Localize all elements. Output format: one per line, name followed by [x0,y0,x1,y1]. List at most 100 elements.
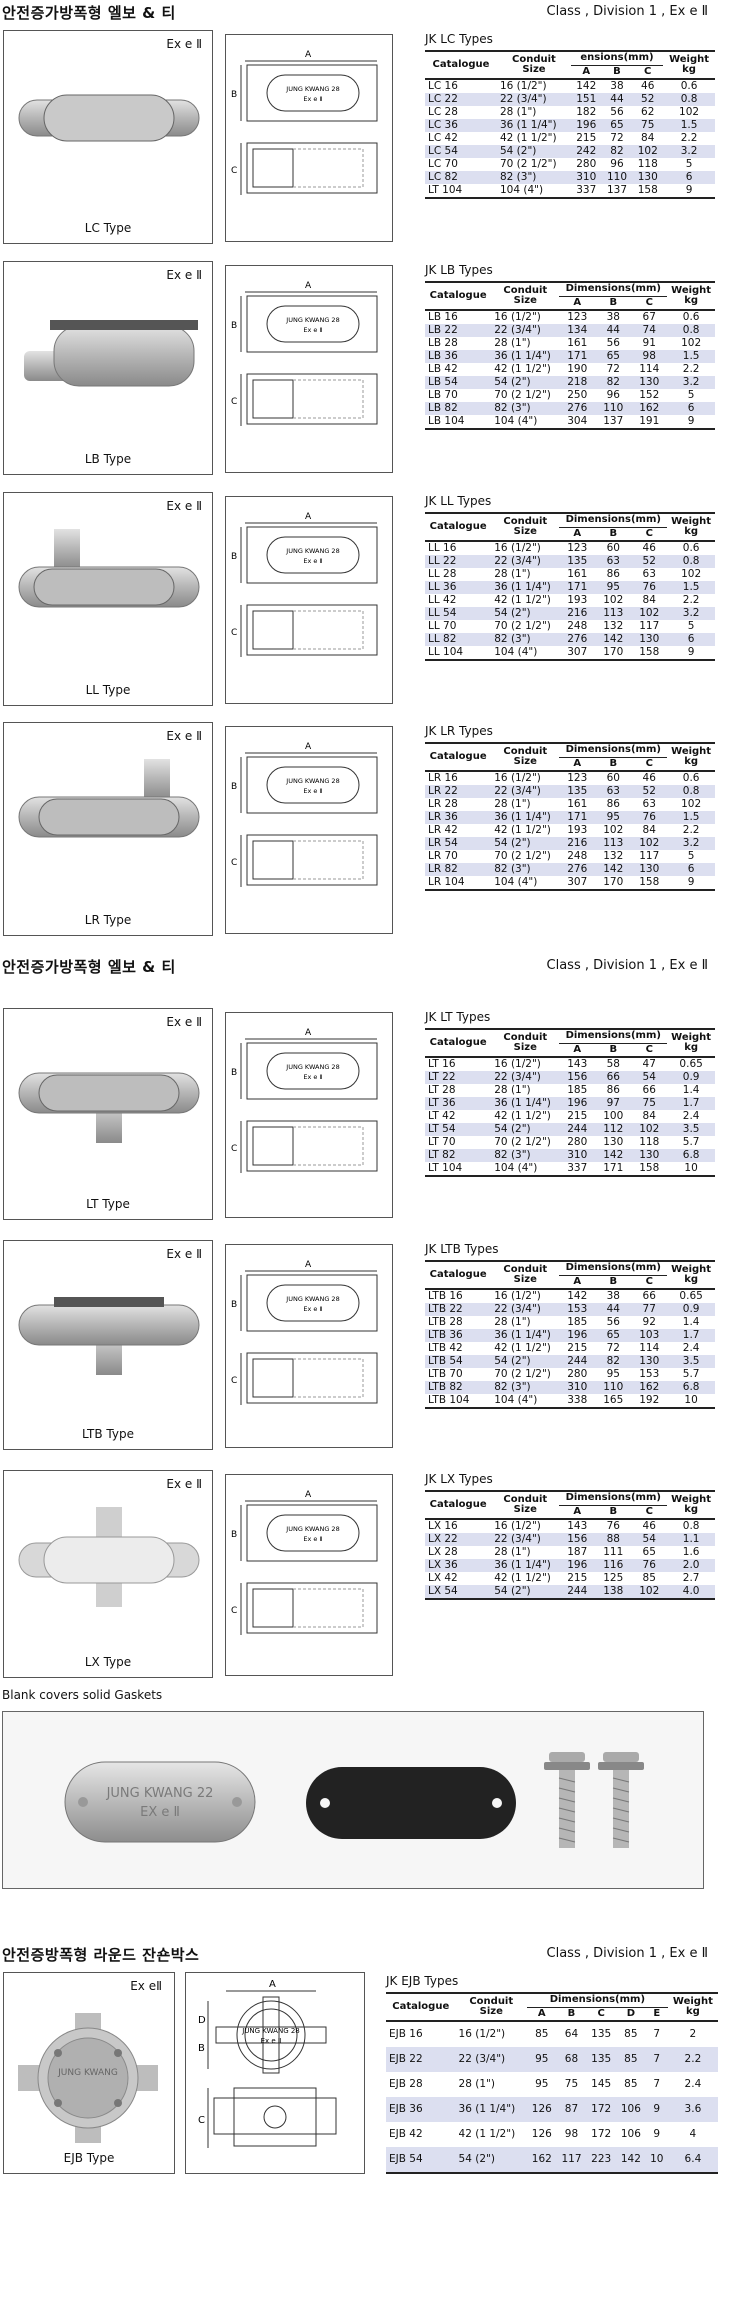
table-cell: 142 [576,80,597,92]
table-cell: LC 28 [428,106,458,118]
table-cell: 4.0 [667,1585,715,1600]
table-cell: 135 [559,555,596,568]
fitting-photo [18,529,200,608]
col-dimensions: Dimensions(mm) [559,1028,668,1044]
table-cell: 1.1 [667,1533,715,1546]
table-cell: 116 [595,1559,632,1572]
table-cell: 6.4 [667,2147,718,2174]
plate-text: Ex e Ⅱ [303,557,322,565]
col-a: A [559,527,596,542]
table-cell: LR 104 [425,876,492,891]
table-cell: 22 (3/4") [491,1533,560,1546]
table-cell: LX 22 [425,1533,492,1546]
col-b: B [601,65,633,80]
table-cell: 182 [576,106,597,118]
section-class: Class , Division 1 , Ex e Ⅱ [546,958,708,973]
table-cell: 1.5 [667,811,715,824]
table-cell: 75 [631,1097,668,1110]
table-cell: 215 [567,1342,588,1354]
col-dimensions: ensions(mm) [570,50,664,66]
table-cell: 113 [595,837,632,850]
fitting-photo [18,1072,200,1143]
table-cell: 2.2 [682,824,700,836]
col-dimensions: Dimensions(mm) [559,1260,668,1276]
table-cell: LB 42 [428,363,458,375]
table-cell: 192 [631,1394,668,1409]
fitting-photo-wrap [14,1043,204,1157]
table-cell: 137 [601,184,633,199]
table-cell: LB 54 [425,376,492,389]
fitting-photo-wrap [14,65,204,179]
col-c: C [586,2007,617,2022]
col-dimensions: Dimensions(mm) [526,1992,668,2008]
table-cell: 9 [645,2097,668,2122]
col-catalogue: Catalogue [425,1260,492,1290]
plate-text: JUNG KWANG 28 [285,1525,339,1533]
plate-text: Ex e Ⅱ [303,1305,322,1313]
col-b: B [595,757,632,772]
section-class: Class , Division 1 , Ex e Ⅱ [546,1946,708,1961]
col-d: D [616,2007,646,2022]
table-cell: LC 70 [428,158,458,170]
table-cell: 65 [601,119,633,132]
col-catalogue: Catalogue [425,742,492,772]
table-cell: LC 22 [425,93,497,106]
table-cell: 103 [631,1329,668,1342]
blank-cover-illustration: JUNG KWANG 22 EX e Ⅱ [64,1752,644,1848]
table-cell: 185 [567,1084,588,1096]
table-cell: 1.4 [682,1316,700,1328]
table-cell: 158 [632,184,664,199]
type-label: LT Type [86,1197,130,1211]
table-cell: 110 [601,171,633,184]
table-cell: 142 [595,1149,632,1162]
table-cell: EJB 54 [386,2147,456,2174]
fitting-photo [18,1507,200,1607]
table-cell: 215 [567,1110,588,1122]
table-title: JK LB Types [425,263,493,277]
table-cell: 276 [559,633,596,646]
table-cell: 92 [642,1316,656,1328]
table-cell: 52 [631,785,668,798]
table-cell: 104 (4") [496,184,571,199]
table-cell: 2.2 [667,2047,718,2072]
table-cell: LB 22 [425,324,492,337]
plate-text: Ex e Ⅱ [303,95,322,103]
table-cell: 10 [667,1162,715,1177]
table-cell: 142 [595,863,632,876]
table-cell: 87 [556,2097,587,2122]
ex-mark: Ex eⅡ [130,1979,162,1993]
table-cell: 6 [667,402,715,415]
col-dimensions: Dimensions(mm) [559,512,668,528]
table-cell: 132 [603,850,624,862]
table-cell: 170 [595,876,632,891]
table-cell: 0.8 [667,785,715,798]
plate-text: JUNG KWANG 28 [285,777,339,785]
table-cell: 158 [631,876,668,891]
section-title: 안전증가방폭형 엘보 & 티 [2,958,176,976]
table-cell: 142 [595,633,632,646]
table-cell: LTB 16 [428,1290,463,1302]
table-cell: 6 [667,633,715,646]
table-cell: 338 [559,1394,596,1409]
table-cell: 110 [595,1381,632,1394]
table-cell: 135 [586,2047,617,2072]
